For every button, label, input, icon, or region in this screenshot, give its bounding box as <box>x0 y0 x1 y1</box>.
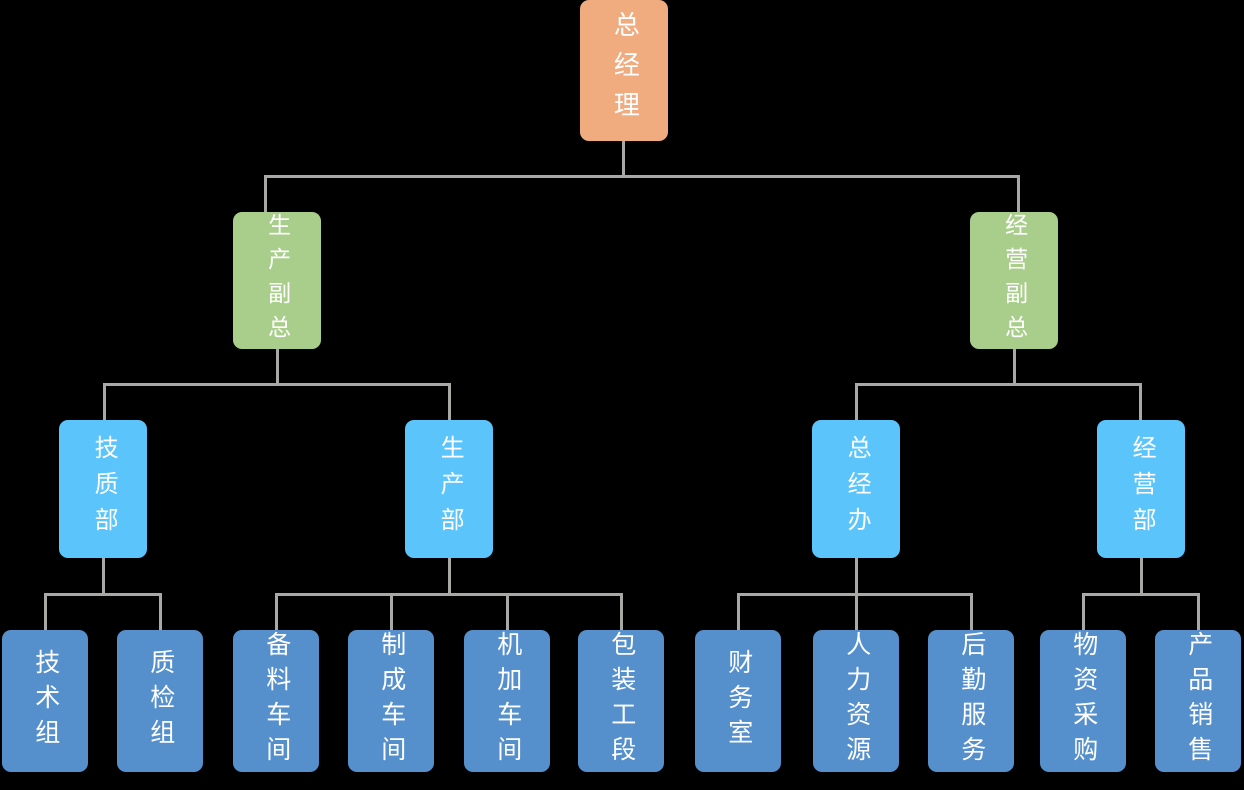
node-label: 机加车间 <box>493 631 521 771</box>
connector-business-to-sales <box>1197 593 1200 631</box>
node-label: 总经办 <box>843 435 870 543</box>
node-team-fabrication[interactable]: 制成车间 <box>348 630 434 772</box>
connector-gm-office-to-hr <box>855 593 858 631</box>
connector-vp-business-to-gm-office <box>855 383 858 421</box>
connector-gm-stem <box>622 140 625 177</box>
node-team-qc[interactable]: 质检组 <box>117 630 203 772</box>
connector-vp-business-to-business <box>1139 383 1142 421</box>
node-team-procurement[interactable]: 物资采购 <box>1040 630 1126 772</box>
node-label: 后勤服务 <box>957 631 985 771</box>
connector-production-bus <box>275 593 623 596</box>
node-label: 人力资源 <box>842 631 870 771</box>
node-team-logistics[interactable]: 后勤服务 <box>928 630 1014 772</box>
node-dept-gm-office[interactable]: 总经办 <box>812 420 900 558</box>
node-dept-business[interactable]: 经营部 <box>1097 420 1185 558</box>
node-label: 质检组 <box>146 648 174 754</box>
node-label: 物资采购 <box>1069 631 1097 771</box>
connector-tech-quality-bus <box>44 593 162 596</box>
connector-gm-to-vp-production <box>264 175 267 213</box>
node-team-sales[interactable]: 产品销售 <box>1155 630 1241 772</box>
node-label: 财务室 <box>724 648 752 754</box>
connector-business-bus <box>1082 593 1200 596</box>
node-label: 备料车间 <box>262 631 290 771</box>
node-vp-production[interactable]: 生产副总 <box>233 212 321 349</box>
node-label: 总经理 <box>610 10 640 131</box>
connector-production-to-material <box>275 593 278 631</box>
connector-gm-office-to-finance <box>737 593 740 631</box>
node-dept-production[interactable]: 生产部 <box>405 420 493 558</box>
node-label: 制成车间 <box>377 631 405 771</box>
node-team-technical[interactable]: 技术组 <box>2 630 88 772</box>
node-team-machining[interactable]: 机加车间 <box>464 630 550 772</box>
connector-business-stem <box>1140 557 1143 595</box>
connector-vp-production-bus <box>103 383 451 386</box>
node-vp-business[interactable]: 经营副总 <box>970 212 1058 349</box>
connector-tech-quality-to-technical <box>44 593 47 631</box>
connector-vp-production-stem <box>276 348 279 385</box>
connector-gm-to-vp-business <box>1017 175 1020 213</box>
node-label: 经营部 <box>1128 435 1155 543</box>
node-label: 生产部 <box>436 435 463 543</box>
connector-production-to-packaging <box>620 593 623 631</box>
connector-gm-office-stem <box>855 557 858 595</box>
connector-tech-quality-to-qc <box>159 593 162 631</box>
connector-tech-quality-stem <box>102 557 105 595</box>
connector-vp-production-to-production <box>448 383 451 421</box>
node-team-hr[interactable]: 人力资源 <box>813 630 899 772</box>
node-label: 技术组 <box>31 648 59 754</box>
node-general-manager[interactable]: 总经理 <box>580 0 668 141</box>
node-label: 技质部 <box>90 435 117 543</box>
connector-gm-office-to-logistics <box>970 593 973 631</box>
connector-vp-business-bus <box>855 383 1142 386</box>
node-team-material[interactable]: 备料车间 <box>233 630 319 772</box>
connector-production-stem <box>448 557 451 595</box>
connector-production-to-fabrication <box>390 593 393 631</box>
connector-gm-bus <box>264 175 1020 178</box>
connector-production-to-machining <box>506 593 509 631</box>
node-label: 经营副总 <box>1001 212 1027 349</box>
node-label: 生产副总 <box>264 212 290 349</box>
node-label: 包装工段 <box>607 631 635 771</box>
connector-vp-production-to-tech-quality <box>103 383 106 421</box>
connector-vp-business-stem <box>1013 348 1016 385</box>
node-dept-tech-quality[interactable]: 技质部 <box>59 420 147 558</box>
connector-business-to-procurement <box>1082 593 1085 631</box>
node-team-finance[interactable]: 财务室 <box>695 630 781 772</box>
node-team-packaging[interactable]: 包装工段 <box>578 630 664 772</box>
node-label: 产品销售 <box>1184 631 1212 771</box>
